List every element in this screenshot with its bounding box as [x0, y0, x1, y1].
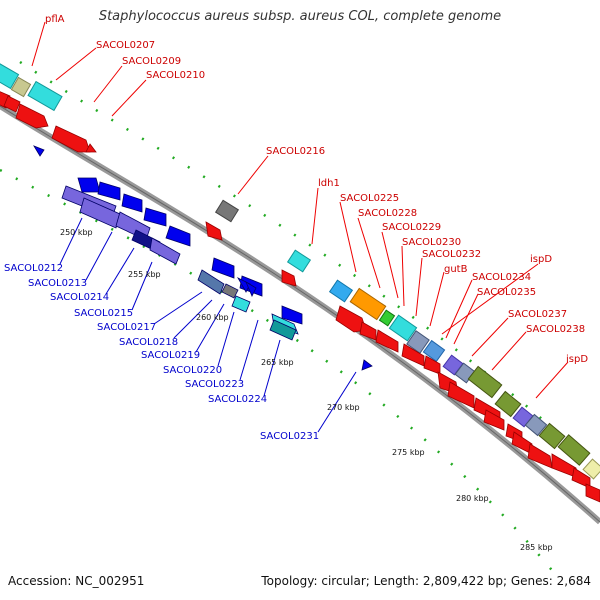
map-title: Staphylococcus aureus subsp. aureus COL,…: [98, 9, 502, 24]
gene-label-sacol0214[interactable]: SACOL0214: [50, 292, 109, 303]
kbp-tick-label: 265 kbp: [261, 358, 294, 367]
reverse-leader-lines: [59, 217, 357, 433]
genome-summary-text: Topology: circular; Length: 2,809,422 bp…: [261, 574, 591, 588]
reverse-gene-labels: SACOL0212 SACOL0213 SACOL0214 SACOL0215 …: [4, 263, 319, 442]
gene-label-sacol0207[interactable]: SACOL0207: [96, 40, 155, 51]
gene-label-sacol0215[interactable]: SACOL0215: [74, 308, 133, 319]
gene-label-sacol0234[interactable]: SACOL0234: [472, 272, 531, 283]
gene-label-sacol0209[interactable]: SACOL0209: [122, 56, 181, 67]
kbp-tick-label: 275 kbp: [392, 448, 425, 457]
kbp-tick-label: 255 kbp: [128, 270, 161, 279]
gene-label-sacol0237[interactable]: SACOL0237: [508, 309, 567, 320]
gene-label-sacol0212[interactable]: SACOL0212: [4, 263, 63, 274]
gene-label-sacol0213[interactable]: SACOL0213: [28, 278, 87, 289]
kbp-tick-labels: 250 kbp 255 kbp 260 kbp 265 kbp 270 kbp …: [60, 228, 553, 552]
kbp-tick-label: 260 kbp: [196, 313, 229, 322]
gene-label-sacol0216[interactable]: SACOL0216: [266, 146, 325, 157]
gene-label-sacol0235[interactable]: SACOL0235: [477, 287, 536, 298]
kbp-tick-label: 280 kbp: [456, 494, 489, 503]
gene-label-sacol0229[interactable]: SACOL0229: [382, 222, 441, 233]
reverse-genes: [33, 145, 373, 371]
gene-label-sacol0230[interactable]: SACOL0230: [402, 237, 461, 248]
gene-label-sacol0224[interactable]: SACOL0224: [208, 394, 267, 405]
gene-label-ldh1[interactable]: ldh1: [318, 178, 340, 189]
gene-label-sacol0232[interactable]: SACOL0232: [422, 249, 481, 260]
gene-label-ispD-2[interactable]: ispD: [566, 354, 588, 365]
accession-text: Accession: NC_002951: [8, 574, 145, 588]
gene-label-sacol0228[interactable]: SACOL0228: [358, 208, 417, 219]
gene-label-sacol0225[interactable]: SACOL0225: [340, 193, 399, 204]
forward-leader-lines: [31, 21, 569, 399]
gene-label-sacol0231[interactable]: SACOL0231: [260, 431, 319, 442]
gene-label-sacol0210[interactable]: SACOL0210: [146, 70, 205, 81]
kbp-tick-label: 250 kbp: [60, 228, 93, 237]
gene-label-sacol0218[interactable]: SACOL0218: [119, 337, 178, 348]
genome-backbone-edge: [0, 105, 600, 523]
kbp-tick-label: 285 kbp: [520, 543, 553, 552]
kbp-tick-label: 270 kbp: [327, 403, 360, 412]
gene-label-ispD-1[interactable]: ispD: [530, 254, 552, 265]
gene-label-sacol0219[interactable]: SACOL0219: [141, 350, 200, 361]
gene-label-sacol0220[interactable]: SACOL0220: [163, 365, 222, 376]
gene-label-sacol0223[interactable]: SACOL0223: [185, 379, 244, 390]
gene-label-pflA[interactable]: pflA: [45, 14, 65, 25]
outer-feature-blocks: [0, 62, 600, 480]
gene-label-gutB[interactable]: gutB: [444, 264, 468, 275]
gene-label-sacol0238[interactable]: SACOL0238: [526, 324, 585, 335]
gene-label-sacol0217[interactable]: SACOL0217: [97, 322, 156, 333]
forward-genes: [0, 91, 600, 503]
forward-gene-labels: pflA SACOL0207 SACOL0209 SACOL0210 SACOL…: [45, 14, 588, 365]
